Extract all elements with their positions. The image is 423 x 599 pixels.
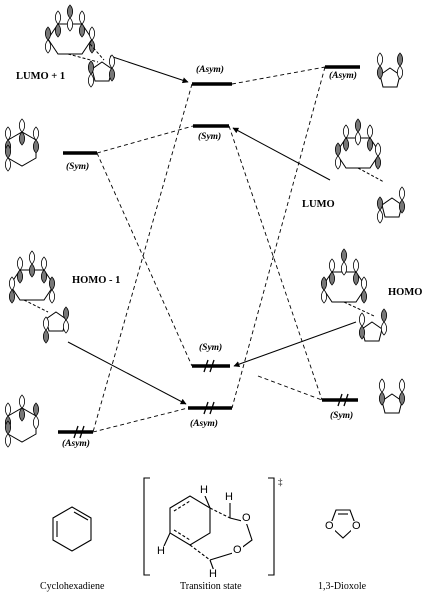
ts-atom-o-2: O — [232, 544, 243, 556]
cyclohexadiene-structure — [52, 506, 92, 552]
ts-level-3-label: (Sym) — [199, 343, 223, 353]
homo-minus-1-label: HOMO - 1 — [72, 275, 121, 286]
dioxole-sym-orbital — [378, 378, 406, 414]
ts-atom-h-2: H — [224, 491, 234, 503]
correlation-lines — [92, 66, 326, 433]
dioxole-atom-o-1: O — [324, 520, 335, 532]
transition-state-structure — [163, 495, 253, 572]
caption-transition-state: Transition state — [180, 581, 242, 592]
ts-atom-h-4: H — [208, 568, 218, 580]
ts-level-2-label: (Sym) — [198, 132, 222, 142]
lumo-label: LUMO — [302, 199, 335, 210]
dioxole-atom-o-2: O — [351, 520, 362, 532]
lumo-plus-1-label: LUMO + 1 — [16, 71, 66, 82]
ts-atom-h-1: H — [199, 484, 209, 496]
ts-atom-h-3: H — [156, 545, 166, 557]
diene-level-lower-label: (Asym) — [62, 439, 90, 449]
ts-dagger: ‡ — [278, 477, 283, 487]
ts-atom-o-1: O — [241, 512, 252, 524]
energy-levels — [58, 65, 360, 434]
caption-cyclohexadiene: Cyclohexadiene — [40, 581, 105, 592]
dioxole-level-upper-label: (Asym) — [329, 71, 357, 81]
caption-dioxole: 1,3-Dioxole — [318, 581, 367, 592]
diene-asym-orbital — [4, 394, 40, 448]
diene-sym-orbital — [4, 118, 40, 172]
homo-orbital — [320, 248, 388, 342]
diene-level-upper-label: (Sym) — [66, 162, 90, 172]
ts-brackets — [143, 477, 275, 576]
lumo-plus-1-orbital — [44, 4, 116, 88]
dioxole-level-lower-label: (Sym) — [330, 411, 354, 421]
homo-minus-1-orbital — [8, 250, 70, 344]
lumo-orbital — [334, 118, 406, 224]
electron-pairs — [73, 359, 349, 439]
ts-level-4-label: (Asym) — [190, 419, 218, 429]
interaction-arrows — [67, 55, 357, 405]
homo-label: HOMO — [388, 287, 423, 298]
dioxole-asym-orbital — [376, 52, 404, 88]
ts-level-1-label: (Asym) — [196, 65, 224, 75]
